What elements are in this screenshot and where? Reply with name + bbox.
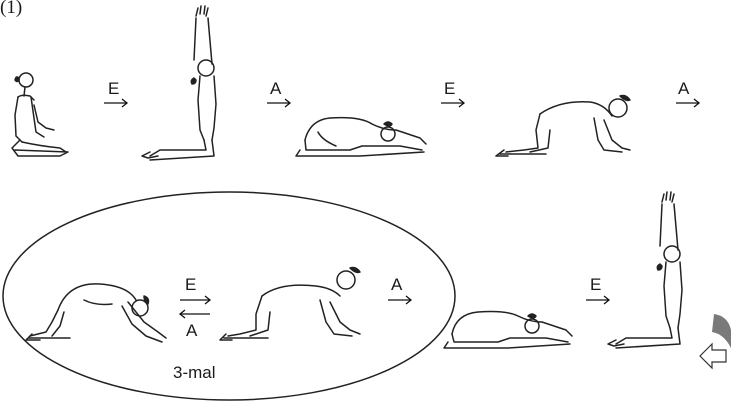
pose-kneeling-arms-raised-1 [142,6,216,160]
repeat-loop-ellipse [3,192,455,400]
pose-kneeling-arms-raised-2 [608,192,682,348]
pose-kneeling-seated [12,73,68,156]
pose-childs-pose-2 [444,312,572,349]
arrow-5 [388,296,411,304]
arrow-6 [586,296,609,304]
pose-childs-pose-1 [296,118,426,156]
pose-tabletop-2 [220,268,360,341]
arrow-4 [676,99,699,107]
pose-tabletop-1 [496,96,630,157]
arrow-1 [104,99,127,107]
arrow-loop-back [180,310,210,318]
arrow-2 [267,99,290,107]
arrow-3 [441,99,464,107]
page-turn-icon[interactable] [700,314,731,368]
arrow-loop-forward [180,296,210,304]
pose-cat-rounded-back [26,284,166,342]
